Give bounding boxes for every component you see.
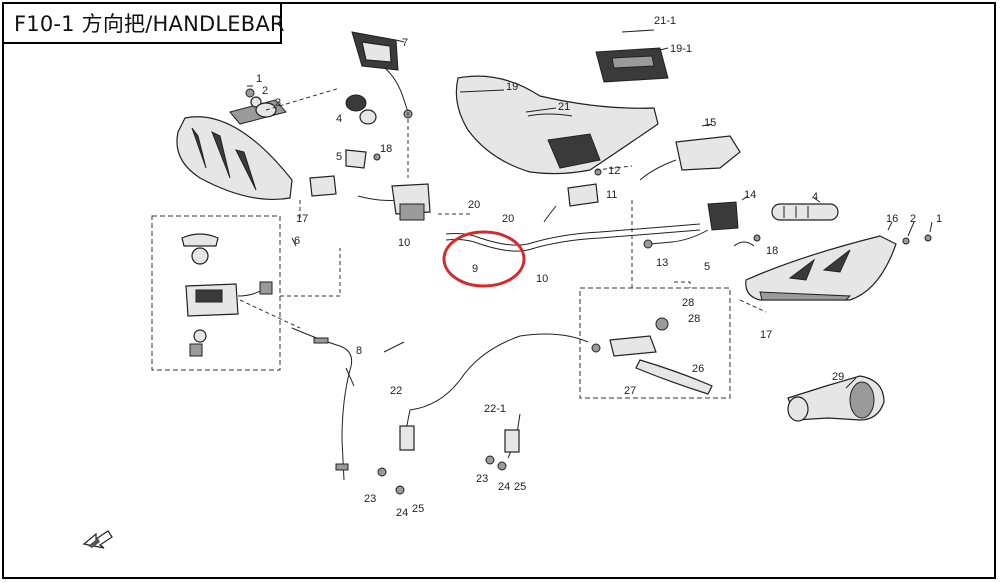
callout-14: 14 [744, 189, 756, 201]
small-fastener-1 [245, 85, 255, 98]
left-grip [345, 94, 377, 125]
callout-23-right: 23 [476, 473, 488, 485]
right-mirror [639, 135, 741, 181]
callout-11: 11 [606, 189, 617, 201]
callout-23-left: 23 [364, 493, 376, 505]
fasteners-right [902, 234, 932, 245]
callout-24-left: 24 [396, 507, 408, 519]
leader-lines [239, 39, 933, 389]
clutch-lever-assembly [591, 317, 713, 395]
handlebar-tube [445, 223, 701, 252]
callout-21: 21 [558, 101, 570, 113]
front-brake-master-cylinder [391, 183, 431, 221]
right-grip [771, 203, 839, 221]
callout-6: 6 [294, 235, 300, 247]
callout-8: 8 [356, 345, 362, 357]
callout-4-right: 4 [812, 191, 818, 203]
title-code: F10-1 [14, 12, 75, 36]
callout-13: 13 [656, 257, 668, 269]
callout-24-right: 24 [498, 481, 510, 493]
callout-19: 19 [506, 81, 518, 93]
callout-5-left: 5 [336, 151, 342, 163]
cable-8 [291, 327, 353, 481]
right-switch-14 [643, 201, 739, 249]
callout-27: 27 [624, 385, 636, 397]
callout-20-right: 20 [502, 213, 514, 225]
callout-25-left: 25 [412, 503, 424, 515]
callout-21-1: 21-1 [654, 15, 676, 27]
callout-25-right: 25 [514, 481, 526, 493]
callout-17-right: 17 [760, 329, 772, 341]
arrow-indicator-icon [82, 530, 113, 549]
left-mirror [351, 31, 413, 119]
seat-19 [455, 75, 659, 175]
washer-2 [250, 96, 262, 108]
callout-4-left: 4 [336, 113, 342, 125]
callout-1-left: 1 [256, 73, 262, 85]
callout-18-left: 18 [380, 143, 392, 155]
callout-17-left: 17 [296, 213, 308, 225]
highlight-circle [442, 230, 526, 288]
callout-29: 29 [832, 371, 844, 383]
right-handguard [745, 235, 897, 301]
bracket-11 [543, 168, 602, 223]
strip-21-1 [621, 29, 655, 33]
callout-28-lower: 28 [688, 313, 700, 325]
clamp-5-left [345, 149, 381, 169]
callout-10-left: 10 [398, 237, 410, 249]
page-title: F10-1 方向把/HANDLEBAR [14, 8, 285, 38]
callout-15: 15 [704, 117, 716, 129]
title-text: 方向把/HANDLEBAR [81, 12, 285, 36]
master-cylinder-assembly [181, 233, 273, 357]
callout-22: 22 [390, 385, 402, 397]
left-handguard [176, 99, 293, 201]
callout-12: 12 [608, 165, 620, 177]
callout-7: 7 [402, 37, 408, 49]
cable-22-1 [485, 413, 521, 471]
callout-10-right: 10 [536, 273, 548, 285]
group-box-6 [151, 215, 281, 371]
callout-16: 16 [886, 213, 898, 225]
cover-19-1 [595, 47, 669, 83]
callout-2-left: 2 [262, 85, 268, 97]
callout-18-right: 18 [766, 245, 778, 257]
callout-19-1: 19-1 [670, 43, 692, 55]
title-box: F10-1 方向把/HANDLEBAR [2, 2, 285, 44]
callout-28-upper: 28 [682, 297, 694, 309]
clamp-5-right [733, 234, 761, 247]
callout-3: 3 [275, 97, 281, 109]
callout-20-left: 20 [468, 199, 480, 211]
callout-26: 26 [692, 363, 704, 375]
group-box-13 [579, 287, 731, 399]
throttle-housing-29 [787, 375, 885, 422]
left-lever-clamp [309, 175, 401, 201]
callout-5-right: 5 [704, 261, 710, 273]
callout-1-right: 1 [936, 213, 942, 225]
callout-22-1: 22-1 [484, 403, 506, 415]
callout-2-right: 2 [910, 213, 916, 225]
cable-22 [377, 333, 589, 495]
callout-9: 9 [472, 263, 478, 275]
